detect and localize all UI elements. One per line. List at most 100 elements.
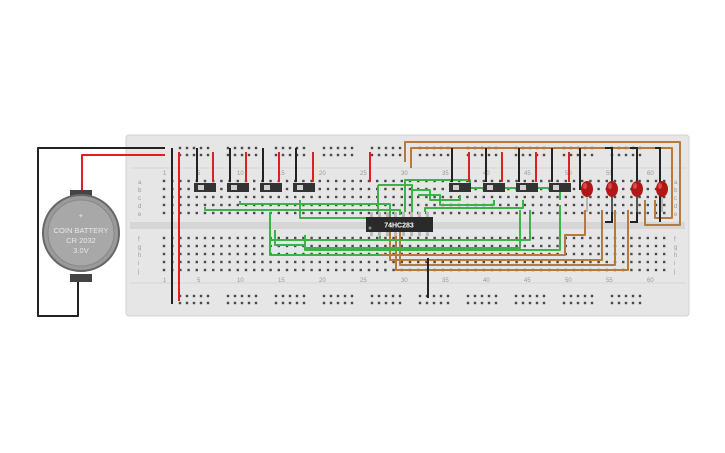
hole xyxy=(376,260,379,264)
hole xyxy=(654,260,658,264)
hole xyxy=(646,268,649,272)
hole xyxy=(507,203,510,207)
hole xyxy=(515,179,518,183)
row-label: d xyxy=(674,204,677,210)
hole xyxy=(203,244,207,248)
led[interactable] xyxy=(606,181,618,212)
hole xyxy=(572,187,576,191)
slide-switch[interactable] xyxy=(449,183,471,192)
hole xyxy=(288,301,292,305)
hole xyxy=(572,260,576,264)
green-wires xyxy=(204,179,561,256)
hole xyxy=(261,211,264,215)
hole xyxy=(654,195,658,199)
slide-switch[interactable] xyxy=(549,183,571,192)
hole xyxy=(400,179,403,183)
hole xyxy=(274,146,278,150)
hole xyxy=(581,179,584,183)
adder-chip[interactable]: 74HC283 xyxy=(366,212,433,236)
hole xyxy=(226,153,230,157)
hole xyxy=(384,211,387,215)
row-labels-right: a b c d e f g h i j xyxy=(673,180,678,275)
hole xyxy=(318,195,321,199)
slide-switch[interactable] xyxy=(483,183,505,192)
hole xyxy=(589,179,592,183)
col-label: 45 xyxy=(524,278,531,284)
col-label: 1 xyxy=(163,171,167,177)
led[interactable] xyxy=(581,181,593,212)
hole xyxy=(521,301,525,305)
hole xyxy=(458,211,461,215)
hole xyxy=(220,187,223,191)
hole xyxy=(432,301,436,305)
hole xyxy=(343,195,346,199)
hole xyxy=(203,268,207,272)
hole xyxy=(240,146,244,150)
hole xyxy=(417,203,420,207)
hole xyxy=(277,268,280,272)
slide-switch[interactable] xyxy=(293,183,315,192)
hole xyxy=(343,153,347,157)
hole xyxy=(384,244,387,248)
hole xyxy=(240,301,244,305)
hole xyxy=(466,301,470,305)
hole xyxy=(179,195,182,199)
hole xyxy=(400,203,403,207)
hole xyxy=(206,146,210,150)
hole xyxy=(490,260,494,264)
hole xyxy=(384,301,388,305)
hole xyxy=(515,203,518,207)
hole xyxy=(466,211,469,215)
col-label: 1 xyxy=(163,278,167,284)
hole xyxy=(370,153,374,157)
hole xyxy=(326,236,330,240)
hole xyxy=(583,294,587,298)
hole xyxy=(521,294,525,298)
hole xyxy=(605,211,608,215)
hole xyxy=(384,146,388,150)
hole xyxy=(515,211,518,215)
hole xyxy=(654,252,658,256)
hole xyxy=(446,294,450,298)
hole xyxy=(261,252,264,256)
hole xyxy=(294,260,297,264)
hole xyxy=(236,195,239,199)
hole xyxy=(638,252,641,256)
col-label: 10 xyxy=(237,278,244,284)
hole xyxy=(523,244,526,248)
hole xyxy=(367,244,371,248)
hole xyxy=(253,252,256,256)
hole xyxy=(654,236,658,240)
hole xyxy=(548,236,551,240)
hole xyxy=(326,187,330,191)
hole xyxy=(622,195,625,199)
hole xyxy=(351,244,354,248)
hole xyxy=(583,301,587,305)
hole xyxy=(638,153,642,157)
slide-switch[interactable] xyxy=(516,183,538,192)
slide-switch[interactable] xyxy=(260,183,282,192)
wire-black xyxy=(655,147,661,222)
slide-switch[interactable] xyxy=(227,183,249,192)
hole xyxy=(589,252,592,256)
hole xyxy=(187,179,190,183)
hole xyxy=(335,211,338,215)
hole xyxy=(302,294,306,298)
hole xyxy=(499,244,502,248)
hole xyxy=(392,260,395,264)
hole xyxy=(622,252,625,256)
hole xyxy=(359,195,362,199)
hole xyxy=(326,211,330,215)
slide-switch[interactable] xyxy=(194,183,216,192)
led[interactable] xyxy=(631,181,643,212)
led[interactable] xyxy=(656,181,668,212)
hole xyxy=(441,236,444,240)
wire-green xyxy=(239,201,391,215)
hole xyxy=(206,294,210,298)
hole xyxy=(535,294,539,298)
hole xyxy=(581,244,584,248)
hole xyxy=(302,195,305,199)
hole xyxy=(663,260,666,264)
hole xyxy=(253,211,256,215)
hole xyxy=(490,211,494,215)
